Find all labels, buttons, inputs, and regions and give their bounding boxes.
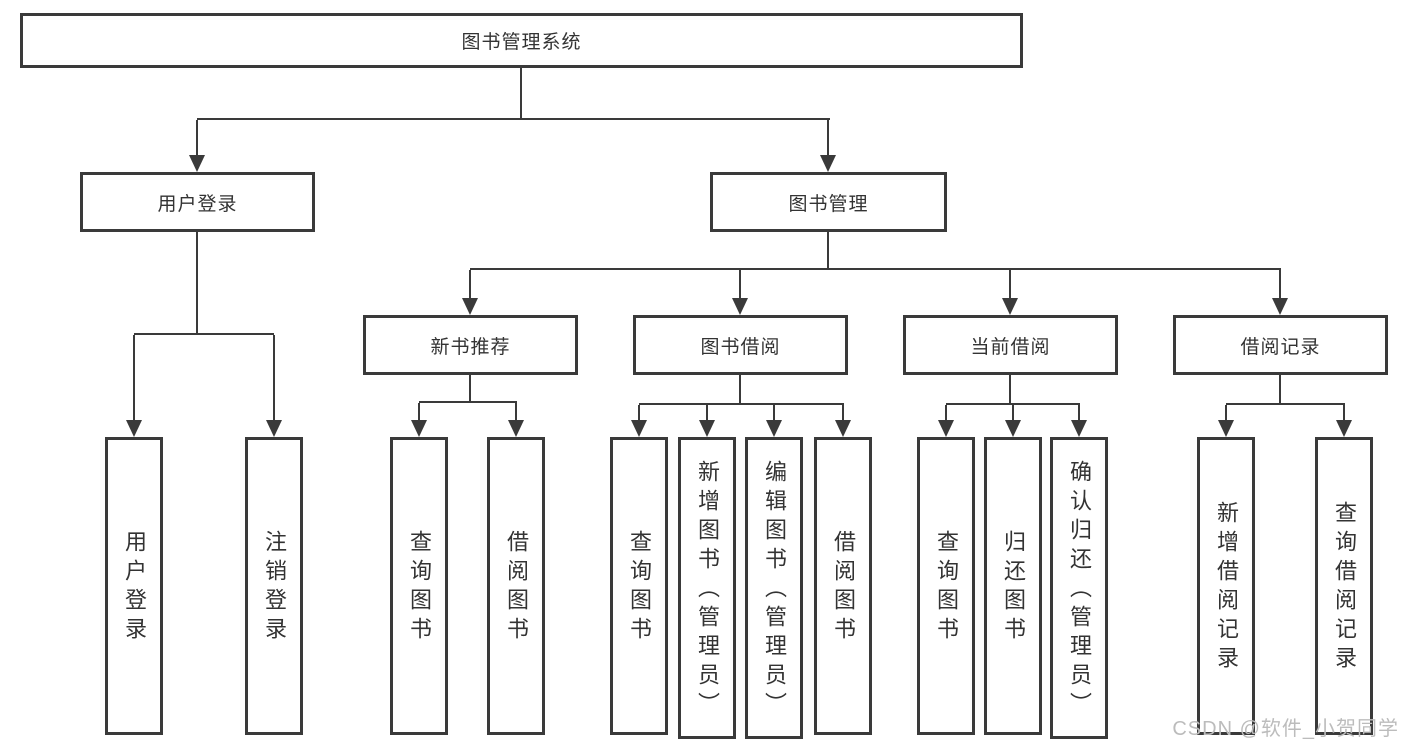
arrow-down-icon [938,405,954,437]
leaf-label: 确认归还（管理员） [1067,459,1092,721]
connector-line [520,68,522,120]
connector-line [469,375,471,403]
node-new-book-recommend-label: 新书推荐 [430,336,511,358]
arrow-down-icon [411,403,427,437]
arrow-down-icon [820,120,836,172]
leaf-label: 新增图书（管理员） [695,459,720,721]
leaf-label: 查询图书 [627,530,652,646]
leaf-return-books: 归还图书 [984,437,1042,735]
leaf-label: 注销登录 [262,530,287,646]
connector-line [739,375,741,405]
connector-line [1009,375,1011,405]
arrow-down-icon [732,270,748,315]
node-borrow-records: 借阅记录 [1173,315,1388,375]
connector-line [1279,375,1281,405]
node-new-book-recommend: 新书推荐 [363,315,578,375]
node-user-login-label: 用户登录 [157,193,238,215]
leaf-label: 归还图书 [1001,530,1026,646]
node-book-management: 图书管理 [710,172,947,232]
arrow-down-icon [266,335,282,437]
leaf-logout: 注销登录 [245,437,303,735]
leaf-label: 新增借阅记录 [1214,501,1239,675]
arrow-down-icon [189,120,205,172]
leaf-label: 借阅图书 [831,530,856,646]
leaf-borrow-books-2: 借阅图书 [814,437,872,735]
node-user-login: 用户登录 [80,172,315,232]
arrow-down-icon [631,405,647,437]
leaf-label: 查询图书 [934,530,959,646]
leaf-add-books-admin: 新增图书（管理员） [678,437,736,739]
arrow-down-icon [126,335,142,437]
leaf-edit-books-admin: 编辑图书（管理员） [745,437,803,739]
connector-line [827,232,829,270]
node-book-borrow: 图书借阅 [633,315,848,375]
arrow-down-icon [1002,270,1018,315]
leaf-label: 查询借阅记录 [1332,501,1357,675]
node-borrow-records-label: 借阅记录 [1240,336,1321,358]
connector-line [134,333,274,335]
leaf-query-borrow-record: 查询借阅记录 [1315,437,1373,735]
leaf-query-books-1: 查询图书 [390,437,448,735]
leaf-borrow-books-1: 借阅图书 [487,437,545,735]
arrow-down-icon [1005,405,1021,437]
arrow-down-icon [462,270,478,315]
node-book-borrow-label: 图书借阅 [700,336,781,358]
connector-line [196,232,198,335]
leaf-query-books-2: 查询图书 [610,437,668,735]
arrow-down-icon [1336,405,1352,437]
node-library-system-label: 图书管理系统 [461,32,582,53]
leaf-label: 借阅图书 [504,530,529,646]
connector-line [946,403,1080,405]
node-library-system: 图书管理系统 [20,13,1023,68]
connector-line [197,118,830,120]
arrow-down-icon [766,405,782,437]
leaf-label: 用户登录 [122,530,147,646]
leaf-label: 编辑图书（管理员） [762,459,787,721]
connector-line [470,268,1281,270]
leaf-add-borrow-record: 新增借阅记录 [1197,437,1255,735]
connector-line [639,403,844,405]
leaf-query-books-3: 查询图书 [917,437,975,735]
arrow-down-icon [835,405,851,437]
node-book-management-label: 图书管理 [788,193,869,215]
arrow-down-icon [1071,405,1087,437]
leaf-user-login: 用户登录 [105,437,163,735]
arrow-down-icon [699,405,715,437]
leaf-confirm-return-admin: 确认归还（管理员） [1050,437,1108,739]
arrow-down-icon [508,403,524,437]
arrow-down-icon [1218,405,1234,437]
arrow-down-icon [1272,270,1288,315]
node-current-borrow-label: 当前借阅 [970,336,1051,358]
connector-line [1226,403,1345,405]
node-current-borrow: 当前借阅 [903,315,1118,375]
leaf-label: 查询图书 [407,530,432,646]
connector-line [419,401,517,403]
